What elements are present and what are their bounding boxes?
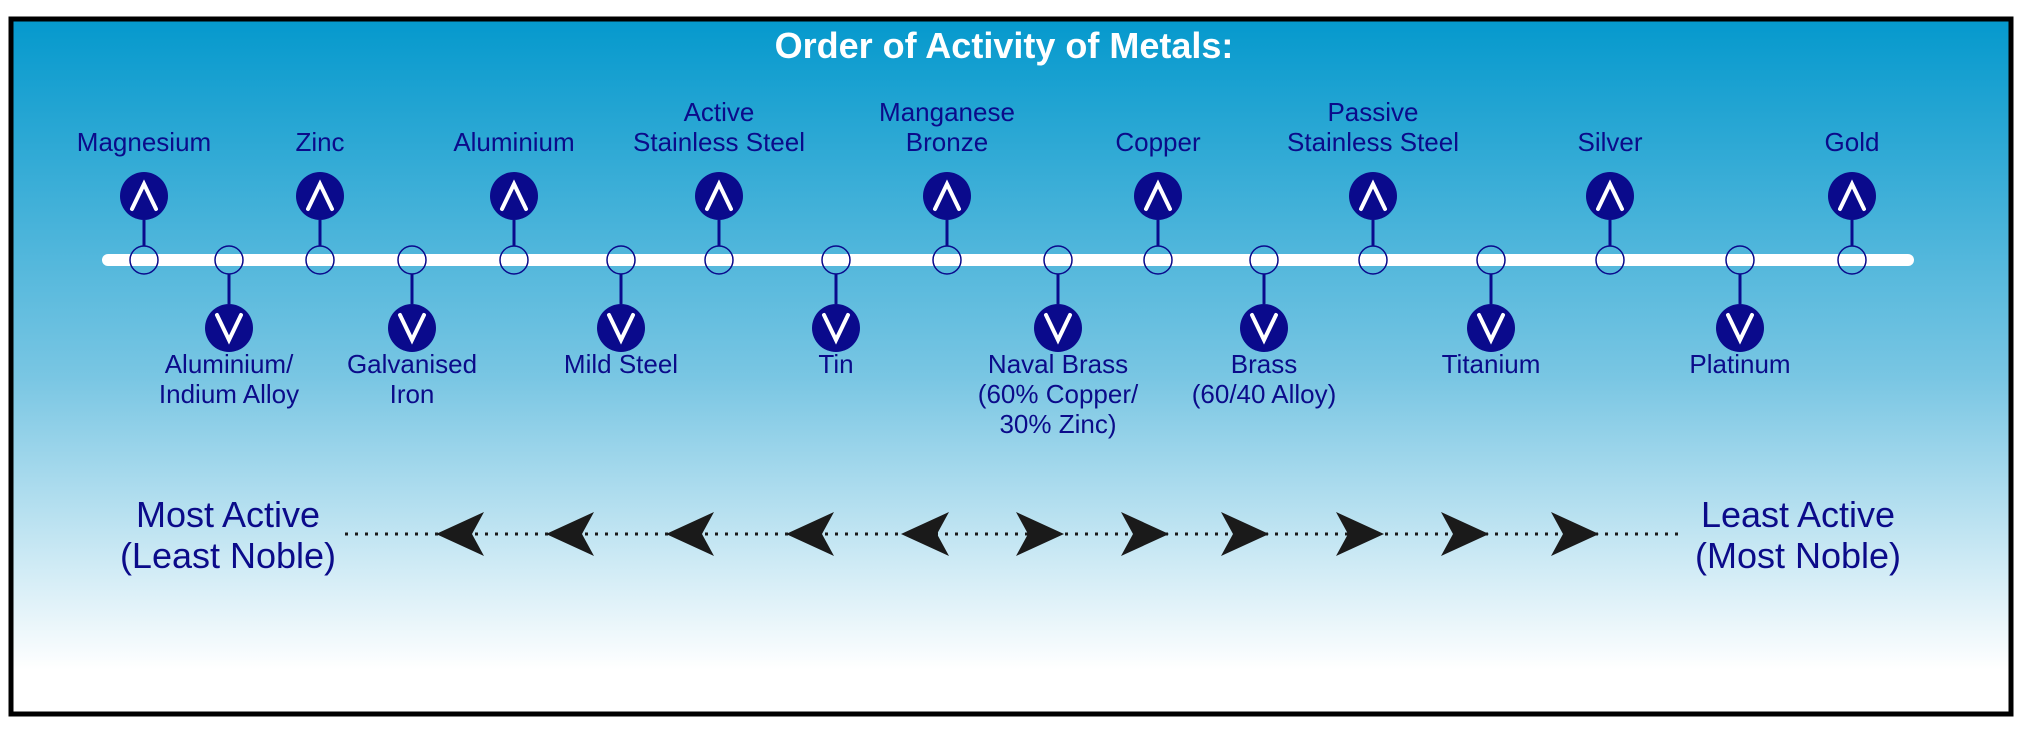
metal-label: (60/40 Alloy) — [1192, 379, 1337, 409]
metal-label: Silver — [1577, 127, 1642, 157]
arrow-right-icon — [1551, 512, 1599, 556]
metal-label: Aluminium — [453, 127, 574, 157]
least-active-label: (Most Noble) — [1695, 535, 1901, 576]
scale-node — [214, 245, 244, 275]
scale-node — [1143, 245, 1173, 275]
chevron-down-icon — [205, 304, 253, 352]
metal-marker: Magnesium — [77, 127, 211, 275]
arrow-left-icon — [786, 512, 834, 556]
chevron-down-icon — [1240, 304, 1288, 352]
most-active-label: Most Active — [136, 494, 320, 535]
scale-node — [1043, 245, 1073, 275]
metal-label: Stainless Steel — [1287, 127, 1459, 157]
metal-label: Stainless Steel — [633, 127, 805, 157]
metal-label: Titanium — [1442, 349, 1541, 379]
scale-node — [1725, 245, 1755, 275]
scale-node — [305, 245, 335, 275]
activity-scale: Most Active(Least Noble) Least Active(Mos… — [120, 494, 1901, 576]
metal-label: 30% Zinc) — [999, 409, 1116, 439]
scale-node — [932, 245, 962, 275]
diagram-background — [12, 20, 2010, 670]
arrow-left-icon — [666, 512, 714, 556]
metal-label: Copper — [1115, 127, 1201, 157]
scale-node — [1249, 245, 1279, 275]
arrow-left-icon — [901, 512, 949, 556]
metal-label: Platinum — [1689, 349, 1790, 379]
metal-label: Active — [684, 97, 755, 127]
metal-label: Gold — [1825, 127, 1880, 157]
metal-marker: Tin — [812, 245, 860, 379]
scale-node — [499, 245, 529, 275]
chevron-up-icon — [1586, 172, 1634, 220]
metal-label: Bronze — [906, 127, 988, 157]
metal-label: Aluminium/ — [165, 349, 294, 379]
arrow-left-icon — [436, 512, 484, 556]
metal-label: Zinc — [295, 127, 344, 157]
metal-marker: Gold — [1825, 127, 1880, 275]
chevron-down-icon — [1467, 304, 1515, 352]
arrow-right-icon — [1221, 512, 1269, 556]
chevron-down-icon — [1034, 304, 1082, 352]
metal-label: Brass — [1231, 349, 1297, 379]
scale-node — [129, 245, 159, 275]
chevron-up-icon — [695, 172, 743, 220]
diagram-frame — [8, 16, 2014, 717]
metal-marker: Platinum — [1689, 245, 1791, 379]
chevron-up-icon — [1349, 172, 1397, 220]
metal-label: (60% Copper/ — [978, 379, 1139, 409]
arrow-right-icon — [1016, 512, 1064, 556]
metal-marker: Copper — [1115, 127, 1201, 275]
least-active-label: Least Active — [1701, 494, 1895, 535]
scale-node — [1837, 245, 1867, 275]
scale-node — [704, 245, 734, 275]
chevron-down-icon — [597, 304, 645, 352]
metal-marker: Aluminium — [453, 127, 575, 275]
metal-marker: Zinc — [295, 127, 345, 275]
scale-node — [821, 245, 851, 275]
scale-node — [1476, 245, 1506, 275]
metal-label: Galvanised — [347, 349, 477, 379]
chevron-down-icon — [388, 304, 436, 352]
arrow-right-icon — [1121, 512, 1169, 556]
chevron-up-icon — [120, 172, 168, 220]
metal-label: Passive — [1327, 97, 1418, 127]
metal-marker: Naval Brass(60% Copper/30% Zinc) — [978, 245, 1139, 439]
diagram-title: Order of Activity of Metals: — [775, 25, 1234, 66]
metal-label: Manganese — [879, 97, 1015, 127]
metal-label: Indium Alloy — [159, 379, 299, 409]
chevron-down-icon — [812, 304, 860, 352]
metal-marker: Silver — [1577, 127, 1643, 275]
arrow-right-icon — [1441, 512, 1489, 556]
metal-label: Magnesium — [77, 127, 211, 157]
metal-marker: Aluminium/Indium Alloy — [159, 245, 299, 409]
metal-label: Naval Brass — [988, 349, 1128, 379]
scale-node — [397, 245, 427, 275]
metal-label: Mild Steel — [564, 349, 678, 379]
scale-node — [1595, 245, 1625, 275]
chevron-up-icon — [490, 172, 538, 220]
metal-label: Iron — [390, 379, 435, 409]
chevron-up-icon — [296, 172, 344, 220]
scale-node — [606, 245, 636, 275]
chevron-up-icon — [923, 172, 971, 220]
metal-marker: Titanium — [1442, 245, 1541, 379]
scale-node — [1358, 245, 1388, 275]
metal-label: Tin — [818, 349, 853, 379]
metal-marker: Mild Steel — [564, 245, 678, 379]
metal-marker: Brass(60/40 Alloy) — [1192, 245, 1337, 409]
chevron-up-icon — [1134, 172, 1182, 220]
arrow-right-icon — [1336, 512, 1384, 556]
chevron-down-icon — [1716, 304, 1764, 352]
chevron-up-icon — [1828, 172, 1876, 220]
arrow-left-icon — [546, 512, 594, 556]
most-active-label: (Least Noble) — [120, 535, 336, 576]
